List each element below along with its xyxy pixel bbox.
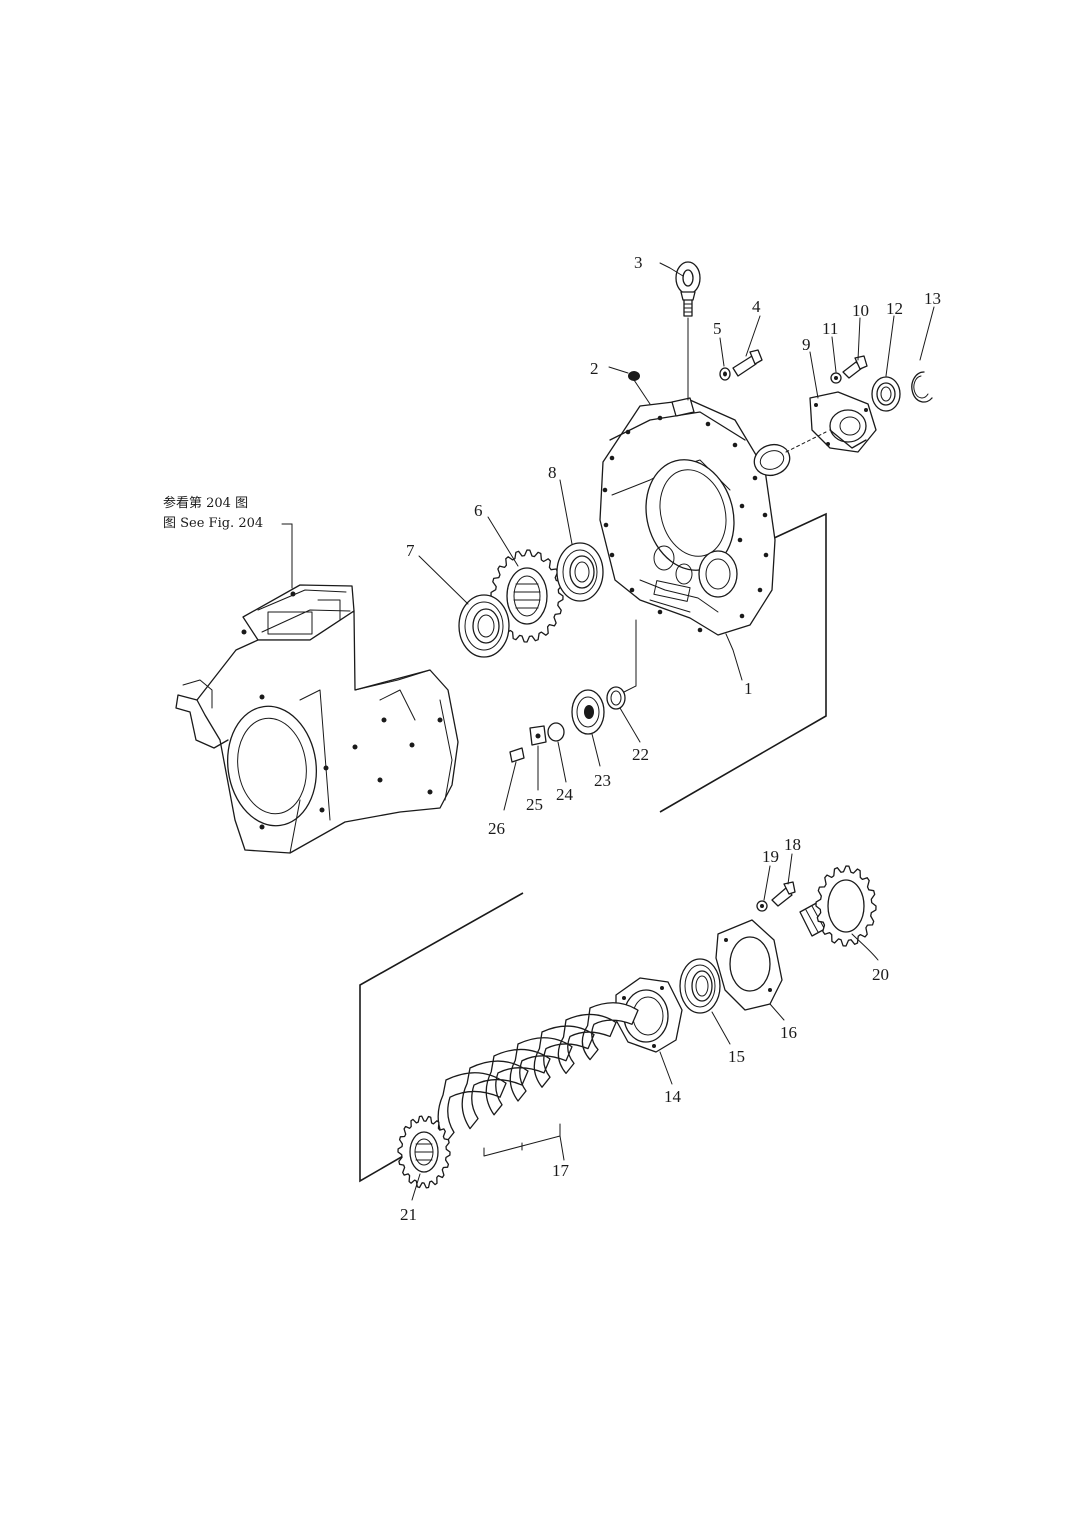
label-part-13: 13	[924, 289, 941, 308]
part-20-pinion-shaft	[799, 865, 877, 947]
label-part-2: 2	[590, 359, 599, 378]
part-number-labels: 1 2 3 4 5 6 7 8 9 10 11 12 13 14 15 16 1…	[400, 253, 941, 1224]
part-15-bearing	[679, 958, 721, 1014]
part-16-cover	[715, 919, 783, 1011]
transmission-case-housing	[175, 584, 459, 854]
label-part-21: 21	[400, 1205, 417, 1224]
part-21-gear	[397, 1115, 451, 1189]
part-5-washer	[719, 367, 731, 381]
label-part-11: 11	[822, 319, 838, 338]
part-18-bolt	[771, 881, 796, 907]
label-part-23: 23	[594, 771, 611, 790]
label-part-7: 7	[406, 541, 415, 560]
part-1-cover-plate	[599, 397, 776, 636]
label-part-26: 26	[488, 819, 505, 838]
part-25-lock-plate	[529, 725, 547, 746]
reference-note-line2: 图 See Fig. 204	[163, 516, 263, 531]
label-part-4: 4	[752, 297, 761, 316]
part-8-bearing	[556, 542, 604, 602]
part-9-bearing-cage	[809, 391, 877, 453]
label-part-18: 18	[784, 835, 801, 854]
label-part-8: 8	[548, 463, 557, 482]
label-part-17: 17	[552, 1161, 570, 1180]
part-12-bearing	[871, 376, 901, 412]
part-24-washer	[547, 722, 565, 742]
cage-shim	[753, 431, 827, 477]
part-13-snap-ring	[911, 371, 933, 403]
label-part-10: 10	[852, 301, 869, 320]
label-part-5: 5	[713, 319, 722, 338]
part-17-clutch-plates	[437, 1002, 639, 1157]
part-19-washer	[756, 900, 768, 912]
label-part-14: 14	[664, 1087, 682, 1106]
leader-lines	[281, 262, 935, 1201]
part-10-bolt	[842, 355, 868, 379]
label-part-1: 1	[744, 679, 753, 698]
part-11-washer	[830, 372, 842, 384]
reference-note-line1: 参看第 204 图	[163, 495, 248, 511]
part-26-bolt	[509, 747, 525, 763]
part-2-plug	[628, 371, 651, 405]
housing-bolt-holes	[241, 591, 443, 830]
label-part-15: 15	[728, 1047, 745, 1066]
part-22-ring	[606, 619, 637, 710]
label-part-12: 12	[886, 299, 903, 318]
part-14-retainer	[615, 977, 683, 1053]
cover-rim-bolt-holes	[602, 415, 769, 633]
upper-group-frame	[659, 512, 827, 813]
label-part-20: 20	[872, 965, 889, 984]
label-part-16: 16	[780, 1023, 797, 1042]
label-part-3: 3	[634, 253, 643, 272]
part-4-bolt	[732, 349, 763, 377]
part-23-bearing	[571, 689, 605, 735]
label-part-19: 19	[762, 847, 779, 866]
part-7-bearing	[458, 594, 510, 658]
label-part-24: 24	[556, 785, 574, 804]
label-part-25: 25	[526, 795, 543, 814]
label-part-9: 9	[802, 335, 811, 354]
label-part-6: 6	[474, 501, 483, 520]
reference-note: 参看第 204 图 图 See Fig. 204	[163, 495, 263, 531]
label-part-22: 22	[632, 745, 649, 764]
part-3-eye-bolt	[675, 261, 701, 401]
